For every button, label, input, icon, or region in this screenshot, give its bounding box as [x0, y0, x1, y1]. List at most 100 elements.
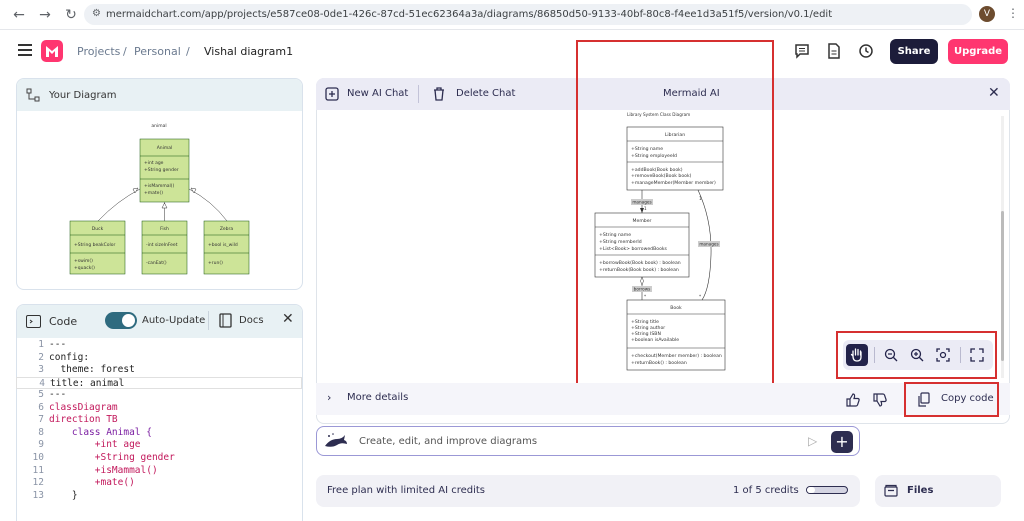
- pan-hand-icon[interactable]: [846, 344, 868, 366]
- svg-text:+borrowBook(Book book) : boole: +borrowBook(Book book) : boolean: [599, 260, 681, 266]
- code-panel: Code: [16, 304, 303, 521]
- code-line[interactable]: 6 classDiagram: [16, 402, 302, 415]
- highlight-toolbar-box: [836, 331, 997, 379]
- svg-text:+String author: +String author: [631, 325, 665, 331]
- ai-generated-diagram[interactable]: .lt { font-family: "DejaVu Sans", sans-s…: [580, 110, 770, 380]
- ai-prompt-input[interactable]: [316, 426, 860, 456]
- close-ai-icon[interactable]: ✕: [988, 85, 1000, 101]
- line-number: 1: [38, 339, 44, 350]
- line-number: 5: [38, 389, 44, 401]
- send-icon[interactable]: ▷: [808, 434, 818, 448]
- diagram-title[interactable]: Vishal diagram1: [204, 45, 294, 58]
- code-line[interactable]: 11 +isMammal(): [16, 465, 302, 478]
- zoom-in-icon[interactable]: [906, 344, 928, 366]
- address-bar[interactable]: ⚙ mermaidchart.com/app/projects/e587ce08…: [84, 4, 990, 25]
- code-line[interactable]: 13 }: [16, 490, 302, 503]
- add-attachment-button[interactable]: +: [831, 431, 853, 453]
- divider: [874, 347, 875, 363]
- copy-code-button[interactable]: Copy code: [941, 393, 994, 404]
- line-number: 6: [38, 401, 44, 413]
- code-text: +isMammal(): [49, 464, 158, 476]
- files-icon[interactable]: [884, 484, 898, 498]
- svg-text:+run(): +run(): [208, 260, 223, 266]
- close-code-icon[interactable]: ✕: [282, 311, 294, 327]
- line-number: 8: [38, 426, 44, 438]
- site-info-icon[interactable]: ⚙: [92, 8, 101, 19]
- copy-icon[interactable]: [917, 392, 930, 407]
- svg-text:+String ISBN: +String ISBN: [631, 331, 661, 337]
- code-title: Code: [49, 315, 78, 328]
- forward-icon[interactable]: →: [39, 6, 51, 23]
- scrollbar-track[interactable]: [1001, 116, 1004, 378]
- code-line[interactable]: 1---: [16, 339, 302, 352]
- code-line[interactable]: 12 +mate(): [16, 477, 302, 490]
- trash-icon[interactable]: [433, 87, 445, 101]
- mermaid-ai-icon: [325, 433, 347, 447]
- thumbs-down-icon[interactable]: [872, 392, 888, 408]
- breadcrumb-projects[interactable]: Projects: [77, 45, 121, 58]
- new-ai-chat-button[interactable]: New AI Chat: [347, 88, 409, 99]
- new-chat-icon[interactable]: [325, 87, 339, 101]
- mermaid-logo[interactable]: [41, 40, 63, 62]
- browser-menu-icon[interactable]: ⋮: [1007, 6, 1019, 20]
- reload-icon[interactable]: ↻: [65, 6, 77, 23]
- delete-chat-button[interactable]: Delete Chat: [456, 88, 516, 99]
- back-icon[interactable]: ←: [13, 6, 25, 23]
- line-number: 4: [39, 377, 45, 389]
- line-number: 12: [32, 477, 44, 489]
- code-line[interactable]: 5---: [16, 389, 302, 402]
- line-number: 9: [38, 439, 44, 451]
- cardinality: *: [644, 294, 646, 299]
- more-details-toggle[interactable]: More details: [347, 392, 409, 403]
- docs-link[interactable]: Docs: [239, 315, 264, 326]
- code-text: classDiagram: [49, 401, 118, 413]
- history-icon[interactable]: [857, 42, 875, 60]
- code-text: +String gender: [49, 451, 175, 463]
- fit-view-icon[interactable]: [932, 344, 954, 366]
- scrollbar-thumb[interactable]: [1001, 211, 1004, 361]
- code-line[interactable]: 4 title: animal: [16, 376, 302, 390]
- share-button[interactable]: Share: [890, 39, 938, 64]
- svg-text:+String employeeId: +String employeeId: [631, 153, 677, 159]
- fullscreen-icon[interactable]: [966, 344, 988, 366]
- document-icon[interactable]: [825, 42, 843, 60]
- hamburger-menu-icon[interactable]: [18, 44, 32, 56]
- cardinality: 1: [699, 196, 702, 201]
- zoom-out-icon[interactable]: [880, 344, 902, 366]
- divider: [960, 347, 961, 363]
- class-librarian: Librarian +String name +String employeeI…: [626, 126, 724, 191]
- files-label[interactable]: Files: [907, 485, 934, 496]
- rel-label-manages: manages: [632, 200, 651, 205]
- diagram-preview[interactable]: .mt { font-family: "DejaVu Sans", sans-s…: [17, 111, 302, 289]
- code-line[interactable]: 9 +int age: [16, 439, 302, 452]
- docs-book-icon[interactable]: [219, 313, 232, 328]
- svg-text:+boolean isAvailable: +boolean isAvailable: [631, 337, 679, 343]
- code-line[interactable]: 8 class Animal {: [16, 427, 302, 440]
- browser-profile-avatar[interactable]: V: [979, 6, 995, 22]
- svg-text:Member: Member: [633, 218, 652, 224]
- code-text: title: animal: [50, 377, 125, 389]
- comment-icon[interactable]: [793, 42, 811, 60]
- auto-update-toggle[interactable]: [105, 312, 137, 329]
- code-text: }: [49, 489, 78, 501]
- svg-text:+String name: +String name: [599, 232, 631, 238]
- breadcrumb-personal[interactable]: Personal: [134, 45, 181, 58]
- files-button[interactable]: [875, 475, 1001, 507]
- canvas-toolbar: [843, 340, 993, 370]
- upgrade-button[interactable]: Upgrade: [948, 39, 1008, 64]
- svg-text:+mate(): +mate(): [144, 190, 163, 196]
- code-line[interactable]: 3 theme: forest: [16, 364, 302, 377]
- thumbs-up-icon[interactable]: [845, 392, 861, 408]
- svg-text:-canEat(): -canEat(): [146, 260, 167, 266]
- rel-label-borrows: borrows: [634, 287, 651, 292]
- code-line[interactable]: 10 +String gender: [16, 452, 302, 465]
- highlight-diagram-box: [576, 40, 774, 412]
- more-details-row[interactable]: [316, 383, 1010, 415]
- svg-text:+isMammal(): +isMammal(): [144, 183, 175, 189]
- svg-text:-int sizeInFeet: -int sizeInFeet: [146, 242, 178, 248]
- credits-progress-fill: [807, 487, 815, 493]
- chevron-right-icon[interactable]: ›: [327, 391, 332, 404]
- line-number: 10: [32, 451, 44, 463]
